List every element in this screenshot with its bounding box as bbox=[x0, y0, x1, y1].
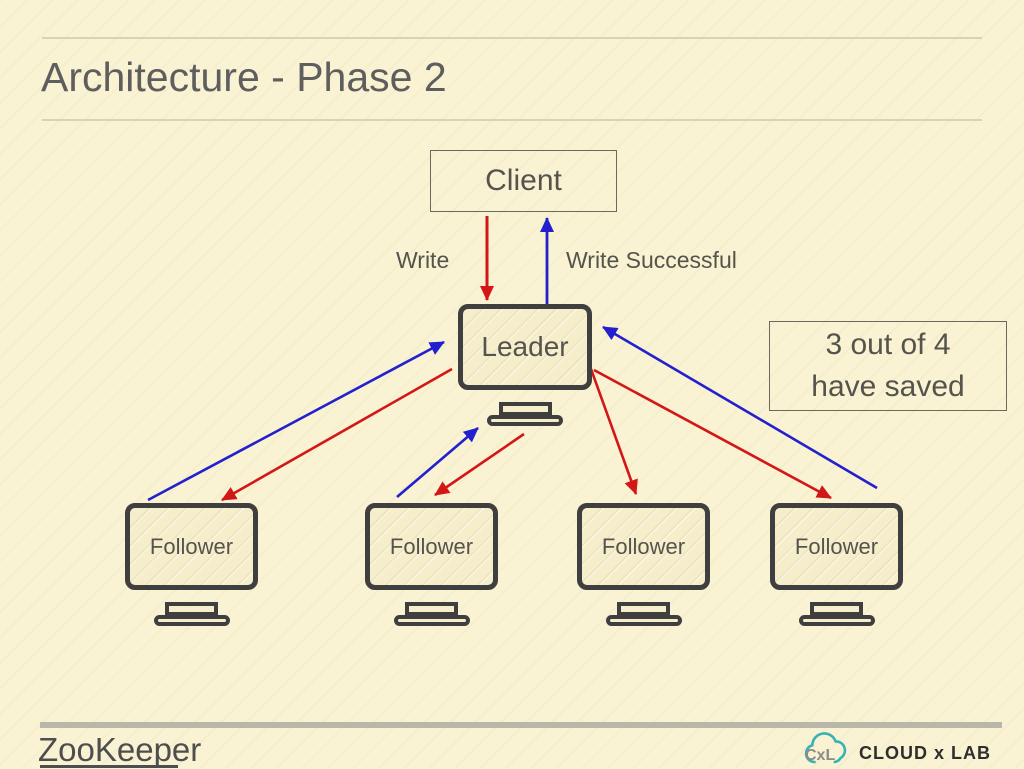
client-label: Client bbox=[485, 164, 562, 197]
follower2-node: Follower bbox=[365, 503, 498, 626]
write-arrow-leader-to-follower3 bbox=[589, 368, 638, 495]
follower1-node: Follower bbox=[125, 503, 258, 626]
monitor-base-icon bbox=[605, 615, 682, 626]
footer-brand-underline bbox=[40, 765, 178, 768]
leader-node: Leader bbox=[458, 304, 592, 426]
follower4-node: Follower bbox=[770, 503, 903, 626]
logo-monogram: CxL bbox=[805, 747, 835, 764]
cloud-icon: CxL bbox=[804, 732, 847, 764]
follower3-monitor-icon: Follower bbox=[577, 503, 710, 590]
follower3-label: Follower bbox=[601, 533, 686, 559]
footer-rule bbox=[40, 722, 1002, 728]
page-title: Architecture - Phase 2 bbox=[41, 54, 447, 100]
header-rule-top bbox=[42, 37, 982, 39]
ack-arrow-follower1-to-leader bbox=[147, 340, 445, 502]
write-label: Write bbox=[396, 247, 450, 273]
monitor-stand-icon bbox=[617, 602, 670, 616]
quorum-note-line1: 3 out of 4 bbox=[825, 328, 951, 361]
write-arrow-leader-to-follower2 bbox=[434, 432, 525, 497]
follower4-monitor-icon: Follower bbox=[770, 503, 903, 590]
write-arrow-leader-to-follower1 bbox=[221, 367, 453, 502]
client-node: Client bbox=[430, 150, 617, 212]
follower4-label: Follower bbox=[794, 533, 879, 559]
monitor-base-icon bbox=[487, 415, 563, 426]
monitor-stand-icon bbox=[810, 602, 863, 616]
monitor-base-icon bbox=[153, 615, 230, 626]
follower2-label: Follower bbox=[389, 533, 474, 559]
leader-label: Leader bbox=[481, 331, 569, 362]
leader-monitor-icon: Leader bbox=[458, 304, 592, 390]
write-successful-label: Write Successful bbox=[566, 247, 737, 273]
ack-arrow-follower2-to-leader bbox=[396, 427, 479, 498]
cloudxlab-logo: CxL CLOUD x LAB bbox=[801, 732, 991, 768]
follower2-monitor-icon: Follower bbox=[365, 503, 498, 590]
monitor-base-icon bbox=[798, 615, 875, 626]
footer-brand: ZooKeeper bbox=[38, 731, 202, 768]
quorum-note-box: 3 out of 4 have saved bbox=[769, 321, 1007, 411]
monitor-stand-icon bbox=[165, 602, 218, 616]
monitor-stand-icon bbox=[498, 402, 552, 416]
follower3-node: Follower bbox=[577, 503, 710, 626]
logo-text: CLOUD x LAB bbox=[859, 742, 991, 763]
follower1-label: Follower bbox=[149, 533, 234, 559]
follower1-monitor-icon: Follower bbox=[125, 503, 258, 590]
header-rule-bottom bbox=[42, 119, 982, 121]
quorum-note-line2: have saved bbox=[811, 370, 965, 403]
monitor-base-icon bbox=[393, 615, 470, 626]
monitor-stand-icon bbox=[405, 602, 458, 616]
